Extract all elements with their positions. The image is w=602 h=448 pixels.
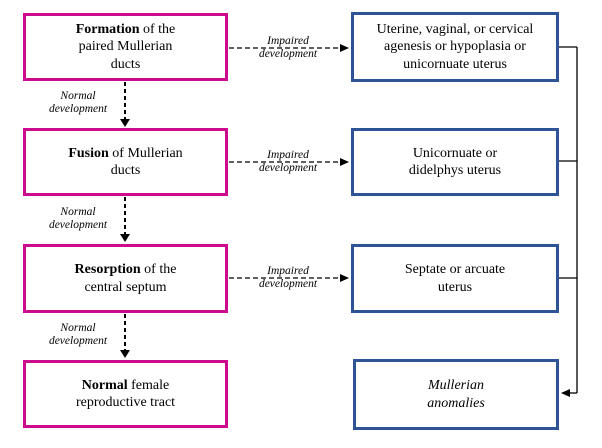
normal-development-label-3: Normal development bbox=[48, 322, 108, 348]
fusion-box-text: of Mullerian ducts bbox=[110, 145, 183, 179]
impaired-development-label-2: Impaired development bbox=[258, 149, 318, 175]
septate-arcuate-box-text: Septate or arcuate uterus bbox=[404, 262, 506, 295]
resorption-box: Resorption of the central septum bbox=[23, 244, 228, 313]
fusion-box: Fusion of Mullerian ducts bbox=[23, 128, 228, 196]
mullerian-anomalies-box: Mullerian anomalies bbox=[353, 359, 559, 430]
normal-development-label-1: Normal development bbox=[48, 90, 108, 116]
unicornuate-didelphys-box: Unicornuate or didelphys uterus bbox=[351, 128, 559, 196]
septate-arcuate-box: Septate or arcuate uterus bbox=[351, 244, 559, 313]
normal-tract-box: Normal female reproductive tract bbox=[23, 360, 228, 428]
formation-box: Formation of the paired Mullerian ducts bbox=[23, 13, 228, 81]
normal-development-label-2: Normal development bbox=[48, 206, 108, 232]
resorption-box-lead: Resorption bbox=[74, 262, 141, 277]
normal-tract-box-lead: Normal bbox=[81, 377, 128, 393]
impaired-development-label-3: Impaired development bbox=[258, 265, 318, 291]
mullerian-anomalies-box-text: Mullerian anomalies bbox=[427, 378, 485, 411]
impaired-development-label-1: Impaired development bbox=[258, 35, 318, 61]
unicornuate-didelphys-box-text: Unicornuate or didelphys uterus bbox=[408, 145, 502, 179]
arrowhead-right-3 bbox=[340, 274, 349, 282]
arrowhead-down-1 bbox=[120, 119, 130, 127]
arrowhead-down-3 bbox=[120, 350, 130, 358]
arrowhead-down-2 bbox=[120, 234, 130, 242]
arrowhead-left-anomalies bbox=[561, 389, 570, 397]
formation-box-lead: Formation bbox=[75, 21, 140, 37]
resorption-box-text: of the central septum bbox=[84, 262, 177, 295]
fusion-box-lead: Fusion bbox=[68, 145, 109, 161]
uterine-agenesis-box: Uterine, vaginal, or cervical agenesis o… bbox=[351, 12, 559, 82]
arrowhead-right-2 bbox=[340, 158, 349, 166]
uterine-agenesis-box-text: Uterine, vaginal, or cervical agenesis o… bbox=[376, 21, 534, 72]
arrowhead-right-1 bbox=[340, 44, 349, 52]
normal-tract-box-text: female reproductive tract bbox=[75, 377, 176, 411]
formation-box-text: of the paired Mullerian ducts bbox=[78, 21, 176, 72]
